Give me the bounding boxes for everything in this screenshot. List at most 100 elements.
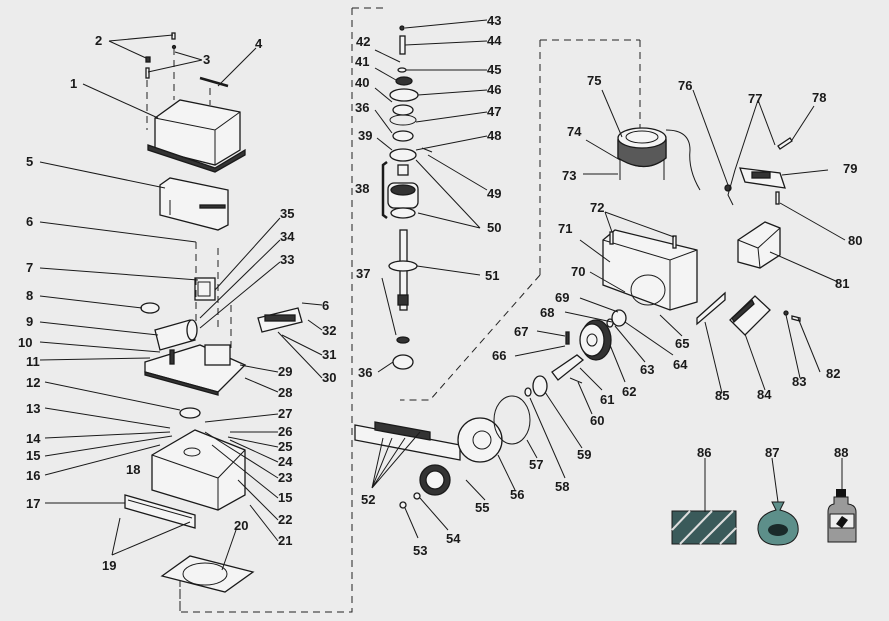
callout-9: 9 xyxy=(26,314,33,329)
shaft-part-61 xyxy=(551,354,585,381)
callout-12: 12 xyxy=(26,375,40,390)
pin-part-67 xyxy=(565,331,570,345)
callout-29: 29 xyxy=(278,364,292,379)
callout-11: 11 xyxy=(26,354,40,369)
callout-36a: 36 xyxy=(355,100,369,115)
callout-5: 5 xyxy=(26,154,33,169)
callout-72: 72 xyxy=(590,200,604,215)
callout-53: 53 xyxy=(413,543,427,558)
callout-87: 87 xyxy=(765,445,779,460)
motor-part-75 xyxy=(617,127,701,191)
callout-50: 50 xyxy=(487,220,501,235)
callout-6b: 6 xyxy=(322,298,329,313)
callout-39: 39 xyxy=(358,128,372,143)
callout-46: 46 xyxy=(487,82,501,97)
part-53-screw xyxy=(399,501,407,509)
callout-78: 78 xyxy=(812,90,826,105)
callout-41: 41 xyxy=(355,54,369,69)
callout-58: 58 xyxy=(555,479,569,494)
oil-bottle-icon xyxy=(827,489,857,543)
callout-labels: 1 2 3 4 5 6 6 7 8 9 10 11 12 13 14 15 15… xyxy=(18,13,862,573)
callout-19: 19 xyxy=(102,558,116,573)
callout-13: 13 xyxy=(26,401,40,416)
part-2-cap xyxy=(145,56,151,63)
callout-45: 45 xyxy=(487,62,501,77)
callout-64: 64 xyxy=(673,357,688,372)
callout-68: 68 xyxy=(540,305,554,320)
callout-8: 8 xyxy=(26,288,33,303)
callout-28: 28 xyxy=(278,385,292,400)
callout-35: 35 xyxy=(280,206,294,221)
terminal-block-part-31 xyxy=(257,307,303,333)
callout-82: 82 xyxy=(826,366,840,381)
control-board-part-28 xyxy=(144,344,247,396)
callout-56: 56 xyxy=(510,487,524,502)
callout-67: 67 xyxy=(514,324,528,339)
bar-part-17 xyxy=(124,494,196,529)
callout-70: 70 xyxy=(571,264,585,279)
callout-71: 71 xyxy=(558,221,572,236)
callout-2: 2 xyxy=(95,33,102,48)
callout-33: 33 xyxy=(280,252,294,267)
callout-76: 76 xyxy=(678,78,692,93)
callout-30: 30 xyxy=(322,370,336,385)
callout-20: 20 xyxy=(234,518,248,533)
stud-part-72a xyxy=(609,231,614,245)
callout-16: 16 xyxy=(26,468,40,483)
callout-77: 77 xyxy=(748,91,762,106)
callout-18: 18 xyxy=(126,462,140,477)
washer-part-58 xyxy=(524,387,532,397)
callout-34: 34 xyxy=(280,229,295,244)
callout-43: 43 xyxy=(487,13,501,28)
callout-17: 17 xyxy=(26,496,40,511)
callout-65: 65 xyxy=(675,336,689,351)
callout-61: 61 xyxy=(600,392,614,407)
callout-47: 47 xyxy=(487,104,501,119)
grease-bag-icon xyxy=(757,501,799,546)
part-3-screw xyxy=(145,67,150,79)
callout-26: 26 xyxy=(278,424,292,439)
callout-54: 54 xyxy=(446,531,461,546)
callout-62: 62 xyxy=(622,384,636,399)
part-2-cap-b xyxy=(171,32,176,40)
bracket-part-5 xyxy=(159,177,229,231)
bearing-part-59 xyxy=(532,375,548,397)
callout-59: 59 xyxy=(577,447,591,462)
callout-21: 21 xyxy=(278,533,292,548)
callout-15b: 15 xyxy=(278,490,292,505)
callout-23: 23 xyxy=(278,470,292,485)
callout-81: 81 xyxy=(835,276,849,291)
callout-37: 37 xyxy=(356,266,370,281)
gearbox-part-71 xyxy=(602,229,698,311)
callout-79: 79 xyxy=(843,161,857,176)
callout-7: 7 xyxy=(26,260,33,275)
worm-wheel-part-62 xyxy=(579,319,612,361)
callout-63: 63 xyxy=(640,362,654,377)
callout-14: 14 xyxy=(26,431,41,446)
callout-86: 86 xyxy=(697,445,711,460)
part-54-washer xyxy=(413,492,421,500)
plate-part-85 xyxy=(696,291,726,326)
assembly-boundary-right xyxy=(400,39,640,401)
callout-57: 57 xyxy=(529,457,543,472)
callout-73: 73 xyxy=(562,168,576,183)
callout-80: 80 xyxy=(848,233,862,248)
callout-66: 66 xyxy=(492,348,506,363)
callout-6a: 6 xyxy=(26,214,33,229)
callout-36b: 36 xyxy=(358,365,372,380)
callout-4: 4 xyxy=(255,36,263,51)
gasket-part-12 xyxy=(179,407,201,419)
callout-85: 85 xyxy=(715,388,729,403)
callout-42: 42 xyxy=(356,34,370,49)
switch-assembly-part-79 xyxy=(739,167,786,205)
callout-88: 88 xyxy=(834,445,848,460)
part-78-screw xyxy=(777,137,793,150)
callout-1: 1 xyxy=(70,76,77,91)
stud-part-72b xyxy=(672,235,677,249)
gearbox-housing-part-22 xyxy=(151,429,246,511)
callout-83: 83 xyxy=(792,374,806,389)
bracket-part-84 xyxy=(729,295,771,336)
callout-10: 10 xyxy=(18,335,32,350)
gear-part-52b xyxy=(419,464,451,496)
